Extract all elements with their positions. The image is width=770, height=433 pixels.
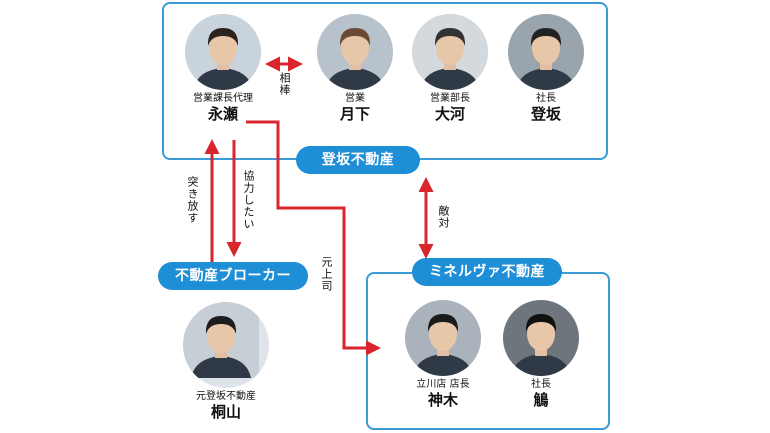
person-takashi: 社長 鵤 [493,300,589,409]
person-ookawa: 営業部長 大河 [402,14,498,123]
portrait-icon [405,300,481,376]
portrait-icon [183,302,259,378]
portrait-icon [317,14,393,90]
portrait-icon [508,14,584,90]
person-kiriyama: 元登坂不動産 桐山 [178,302,274,421]
portrait-icon [412,14,488,90]
aibou-label: 相棒 [278,72,291,96]
tsukihanasu-label: 突き放す [186,176,199,224]
motojoushi-label: 元上司 [320,256,333,292]
broker-label: 不動産ブローカー [158,262,308,290]
person-tsukishita: 営業 月下 [307,14,403,123]
person-nagase: 営業課長代理 永瀬 [175,14,271,123]
avatar [503,300,579,376]
person-kamiki: 立川店 店長 神木 [395,300,491,409]
person-tosaka: 社長 登坂 [498,14,594,123]
portrait-icon [503,300,579,376]
avatar [508,14,584,90]
tosaka-realestate-label: 登坂不動産 [296,146,420,174]
avatar [412,14,488,90]
kyouryoku-label: 協力したい [242,170,255,230]
avatar [405,300,481,376]
portrait-icon [185,14,261,90]
avatar [183,302,269,388]
tekitai-label: 敵対 [437,205,450,229]
minerva-realestate-label: ミネルヴァ不動産 [412,258,562,286]
avatar [317,14,393,90]
avatar [185,14,261,90]
motojoushi-arrow [246,120,381,356]
